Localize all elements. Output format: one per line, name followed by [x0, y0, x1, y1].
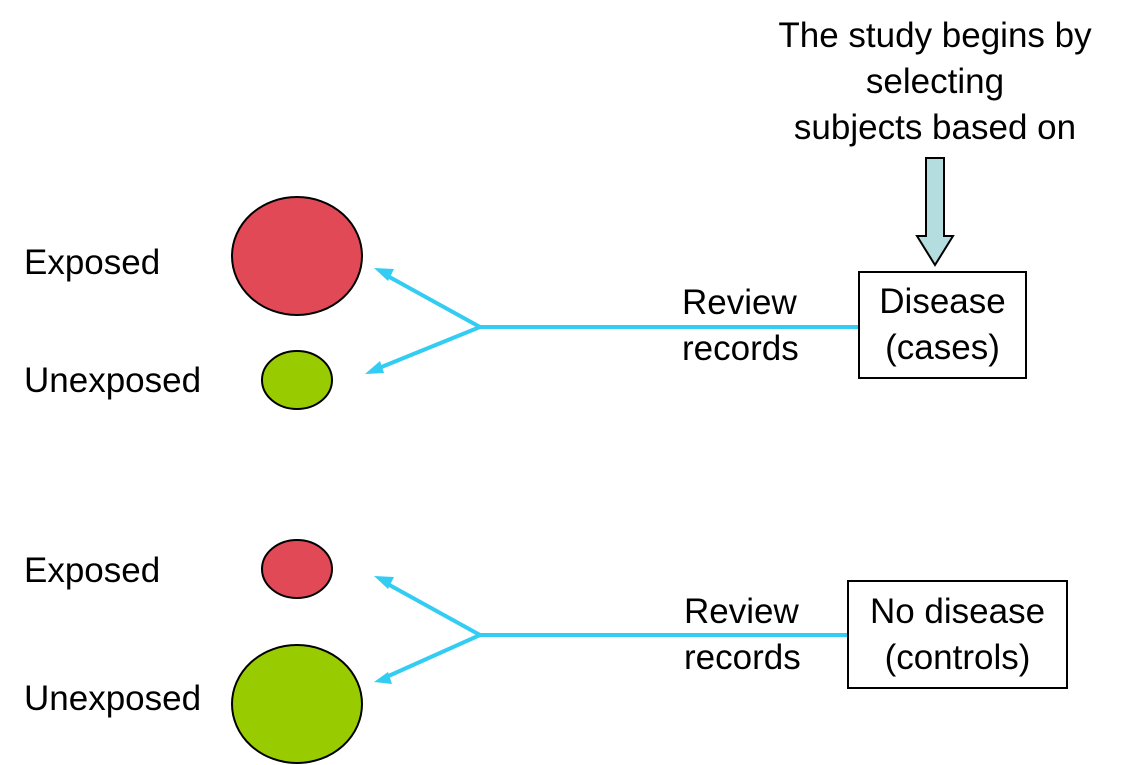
top-connector [372, 272, 860, 372]
top-review-records-label: Review records [682, 280, 799, 372]
no-disease-box-line-1: No disease [869, 591, 1046, 631]
top-unexposed-label: Unexposed [24, 361, 202, 400]
top-arrowhead-unexposed [365, 361, 384, 374]
bottom-review-records-label: Review records [684, 589, 801, 681]
disease-box-line-1: Disease [879, 282, 1006, 321]
bottom-unexposed-circle [231, 644, 363, 764]
intro-line-1: The study begins by [778, 16, 1092, 55]
top-exposed-label: Exposed [24, 243, 161, 282]
disease-cases-box: Disease (cases) [858, 271, 1027, 379]
top-exposed-circle [231, 196, 363, 316]
top-unexposed-circle [261, 350, 333, 410]
bottom-arrowhead-exposed [374, 576, 394, 589]
no-disease-controls-box: No disease (controls) [847, 580, 1068, 689]
bottom-connector [382, 580, 850, 680]
top-review-line-2: records [682, 329, 799, 368]
intro-line-2: selecting [865, 62, 1005, 101]
bottom-exposed-label: Exposed [24, 551, 161, 590]
intro-line-3: subjects based on [793, 108, 1077, 147]
pointer-down-arrow [915, 157, 955, 267]
top-arrowhead-exposed [374, 268, 394, 281]
intro-text: The study begins by selecting subjects b… [745, 13, 1125, 151]
bottom-unexposed-label: Unexposed [24, 679, 202, 718]
bottom-arrowhead-unexposed [374, 672, 392, 684]
bottom-review-line-1: Review [684, 592, 799, 631]
top-review-line-1: Review [682, 283, 797, 322]
disease-box-line-2: (cases) [885, 328, 1000, 367]
no-disease-box-line-2: (controls) [884, 637, 1031, 677]
bottom-review-line-2: records [684, 638, 801, 677]
bottom-exposed-circle [261, 539, 333, 599]
